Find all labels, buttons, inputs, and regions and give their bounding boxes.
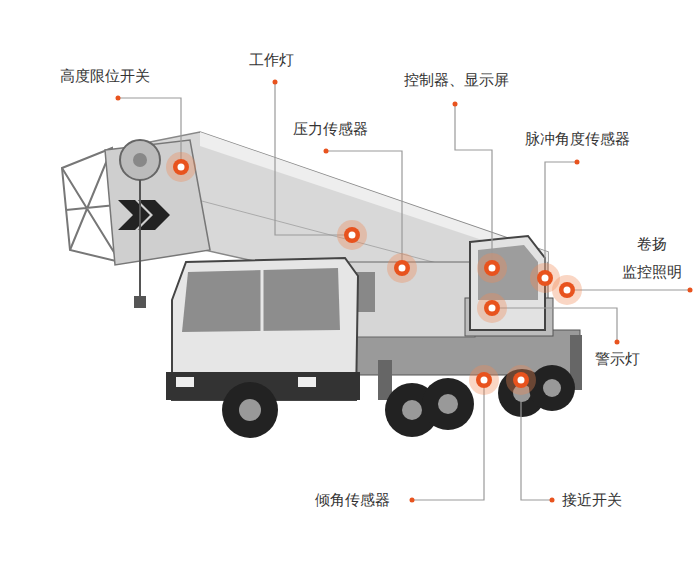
pulley [120, 140, 160, 180]
markers [166, 152, 582, 395]
pulley-hub [133, 153, 147, 167]
warning-chevrons [118, 200, 170, 230]
part-label: 监控照明 [622, 263, 682, 281]
marker [477, 293, 507, 323]
hook [134, 296, 146, 308]
leader-line [500, 308, 617, 342]
part-label: 压力传感器 [293, 120, 368, 138]
leader-end [410, 498, 415, 503]
outrigger [378, 360, 392, 400]
wheel-hub [402, 400, 422, 420]
marker [387, 253, 417, 283]
chevron [138, 200, 170, 230]
headlight [298, 377, 316, 387]
part-label: 接近开关 [562, 491, 622, 509]
part-label: 控制器、显示屏 [404, 71, 509, 89]
leader-end [575, 160, 580, 165]
part-label: 倾角传感器 [315, 491, 390, 509]
wheel [422, 378, 474, 430]
leader-line [455, 104, 492, 260]
wheel-hub [239, 399, 261, 421]
leader-line [521, 388, 552, 500]
leader-end [615, 340, 620, 345]
leader-end [116, 96, 121, 101]
leader-line [326, 151, 402, 260]
leader-end [550, 498, 555, 503]
wheel-hub [543, 379, 561, 397]
headlight [176, 377, 194, 387]
operator-window [478, 245, 538, 300]
boom-head [105, 140, 210, 265]
leader-line [545, 162, 577, 270]
leader-end [688, 288, 693, 293]
marker [552, 275, 582, 305]
part-label: 工作灯 [249, 51, 294, 69]
wheel [529, 365, 575, 411]
marker [469, 365, 499, 395]
windshield-divider [261, 270, 264, 331]
marker [506, 365, 536, 395]
leader-line [575, 289, 690, 290]
wheel [222, 382, 278, 438]
marker [337, 220, 367, 250]
part-label: 脉冲角度传感器 [525, 130, 630, 148]
leader-end [453, 102, 458, 107]
wheel-hub [438, 394, 458, 414]
wheels [222, 365, 575, 438]
leader-line [412, 388, 484, 500]
leader-line [275, 82, 345, 235]
part-label: 警示灯 [595, 350, 640, 368]
leader-line [118, 98, 181, 160]
part-label: 高度限位开关 [60, 67, 150, 85]
marker [166, 152, 196, 182]
marker [477, 253, 507, 283]
windshield [182, 268, 340, 332]
hook-cable [139, 180, 141, 300]
part-label: 卷扬 [637, 235, 667, 253]
leader-lines [118, 82, 690, 500]
leader-end [324, 149, 329, 154]
leader-end [273, 80, 278, 85]
leader-ends [116, 80, 693, 503]
